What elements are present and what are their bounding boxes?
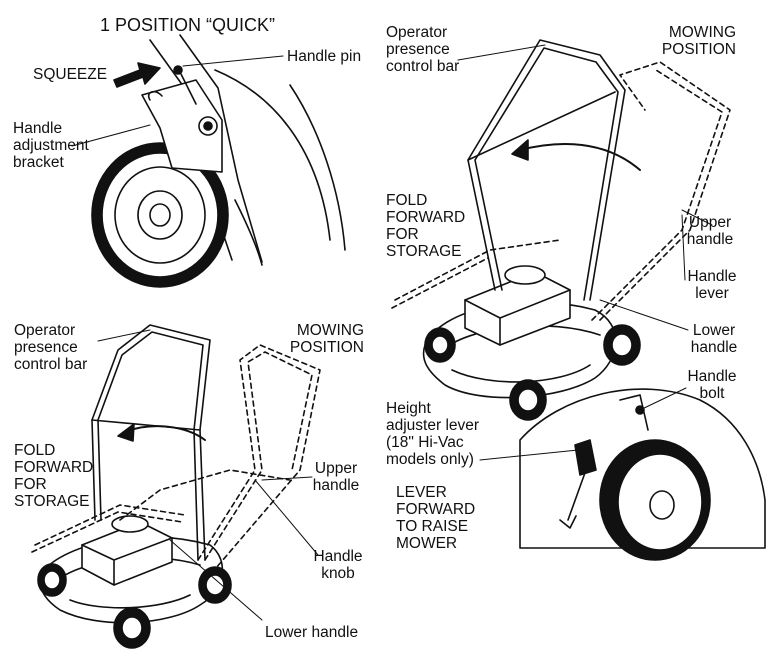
label-handle-adjustment-bracket: Handle adjustment bracket [13, 120, 89, 171]
label-mowing-position-right: MOWING POSITION [661, 24, 736, 58]
heading-position-quick: 1 POSITION “QUICK” [100, 15, 276, 35]
handle-adjustment-bracket-shape [141, 79, 223, 173]
label-operator-presence-bar-right: Operator presence control bar [386, 24, 460, 75]
label-handle-bolt: Handle bolt [687, 368, 737, 402]
top-left-detail [71, 34, 346, 288]
label-fold-forward-left: FOLD FORWARD FOR STORAGE [14, 442, 94, 510]
label-upper-handle-left: Upper handle [312, 460, 360, 494]
label-height-adjuster-lever: Height adjuster lever (18" Hi-Vac models… [386, 400, 480, 468]
right-mower [391, 39, 766, 561]
squeeze-arrow [113, 62, 161, 88]
label-lower-handle-right: Lower handle [690, 322, 738, 356]
bottom-left-mower [31, 324, 321, 649]
label-operator-presence-bar-left: Operator presence control bar [14, 322, 88, 373]
fold-arrow-left [124, 425, 206, 441]
label-upper-handle-right: Upper handle [686, 214, 734, 248]
label-fold-forward-right: FOLD FORWARD FOR STORAGE [386, 192, 466, 260]
label-handle-pin: Handle pin [287, 48, 362, 65]
label-lever-forward: LEVER FORWARD TO RAISE MOWER [396, 484, 476, 552]
fold-arrow-right [519, 143, 641, 171]
label-handle-knob: Handle knob [313, 548, 363, 582]
label-squeeze: SQUEEZE [33, 66, 108, 83]
label-handle-lever: Handle lever [687, 268, 737, 302]
label-lower-handle-left: Lower handle [265, 624, 359, 641]
label-mowing-position-left: MOWING POSITION [289, 322, 364, 356]
